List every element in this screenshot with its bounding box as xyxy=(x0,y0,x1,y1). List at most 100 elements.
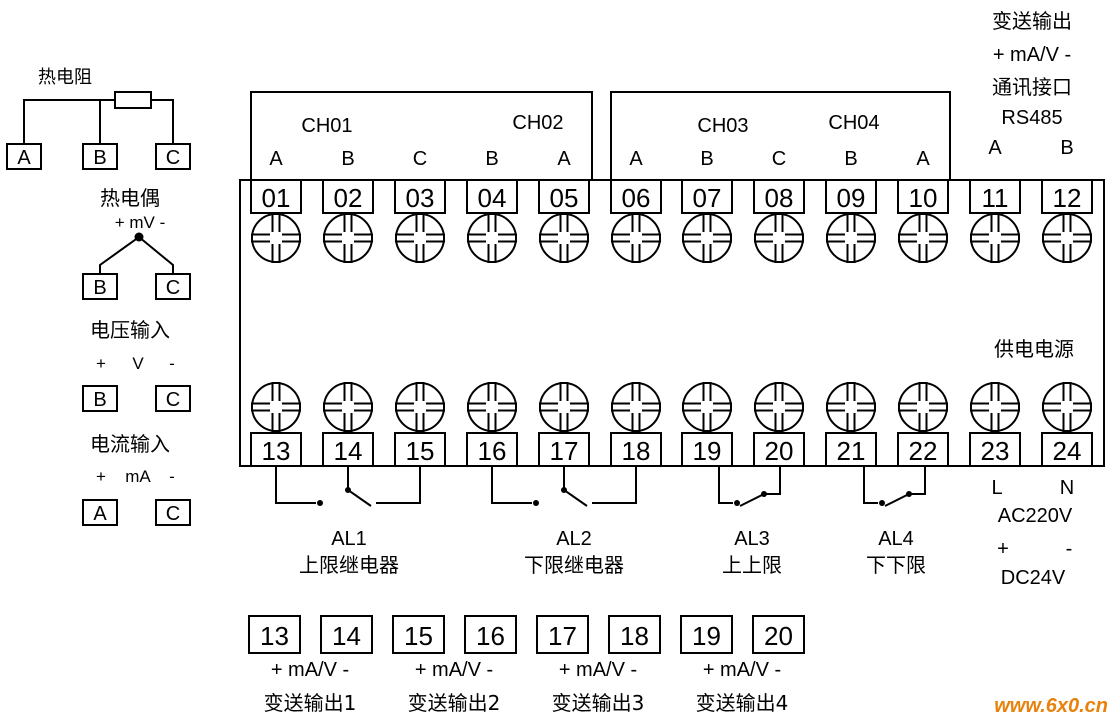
al3-wire-a xyxy=(718,466,733,504)
comm-transmit-polarity: + mA/V - xyxy=(993,44,1071,66)
transmit-terminal-box xyxy=(536,615,589,654)
power-ac: AC220V xyxy=(998,505,1073,527)
power-plus: + xyxy=(997,538,1009,560)
terminal-screw-top-4 xyxy=(467,213,517,263)
terminal-number-bottom: 22 xyxy=(909,436,938,466)
transmit-polarity-2: + mA/V - xyxy=(415,659,493,681)
current-minus: - xyxy=(169,467,175,486)
terminal-screw-bottom-6 xyxy=(611,382,661,432)
terminal-box-bottom-7 xyxy=(681,432,733,467)
terminal-screw-bottom-3 xyxy=(395,382,445,432)
terminal-screw-top-8 xyxy=(754,213,804,263)
relay-wiring xyxy=(275,466,926,507)
voltage-terminal-b-label: B xyxy=(93,389,106,411)
current-plus: + xyxy=(96,467,106,486)
transmit-label-2: 变送输出2 xyxy=(408,691,501,715)
terminal-number-top: 04 xyxy=(478,183,507,213)
voltage-terminal-b xyxy=(82,385,118,412)
rtd-terminal-c xyxy=(155,143,191,170)
rtd-terminal-b-label: B xyxy=(93,147,106,169)
terminal-number-top: 10 xyxy=(909,183,938,213)
terminal-number-top: 01 xyxy=(262,183,291,213)
terminal-number-top: 11 xyxy=(982,183,1009,213)
relay-contacts xyxy=(317,487,912,506)
terminal-number-bottom: 19 xyxy=(693,436,722,466)
terminal-number-bottom: 23 xyxy=(981,436,1010,466)
terminal-screw-top-5 xyxy=(539,213,589,263)
transmit-terminal-number: 18 xyxy=(620,621,649,651)
terminal-screw-bottom-5 xyxy=(539,382,589,432)
terminal-screw-bottom-4 xyxy=(467,382,517,432)
transmit-terminal-number: 14 xyxy=(332,621,361,651)
terminal-number-top: 08 xyxy=(765,183,794,213)
pin-letter-1: A xyxy=(269,148,283,170)
terminal-number-bottom: 21 xyxy=(837,436,866,466)
transmit-terminal-box xyxy=(752,615,805,654)
channel-frame-right xyxy=(610,91,951,180)
transmit-terminal-box xyxy=(392,615,445,654)
current-terminal-c-label: C xyxy=(166,503,180,525)
al1-desc: 上限继电器 xyxy=(299,553,399,577)
al2-name: AL2 xyxy=(556,528,592,550)
al2-contact-com-dot xyxy=(561,487,567,493)
al2-wire-no xyxy=(592,466,637,504)
transmit-terminal-box xyxy=(608,615,661,654)
pin-letter-8: C xyxy=(772,148,786,170)
al4-wire-a xyxy=(863,466,878,504)
al4-desc: 下下限 xyxy=(866,553,926,577)
current-terminal-a xyxy=(82,499,118,526)
rtd-terminal-b xyxy=(82,143,118,170)
al1-wire-nc xyxy=(275,466,316,504)
transmit-terminal-number: 17 xyxy=(548,621,577,651)
transmit-polarity-4: + mA/V - xyxy=(703,659,781,681)
current-ma: mA xyxy=(125,467,151,486)
terminal-number-bottom: 17 xyxy=(550,436,579,466)
pin-letter-2: B xyxy=(341,148,354,170)
rtd-wire-a xyxy=(23,99,115,144)
terminal-screw-bottom-12 xyxy=(1042,382,1092,432)
current-terminal-c xyxy=(155,499,191,526)
terminal-screw-top-6 xyxy=(611,213,661,263)
power-l: L xyxy=(991,477,1002,499)
pin-letter-9: B xyxy=(844,148,857,170)
rtd-resistor xyxy=(114,91,152,109)
terminal-number-bottom: 24 xyxy=(1053,436,1082,466)
transmit-terminal-box xyxy=(464,615,517,654)
terminal-number-bottom: 14 xyxy=(334,436,363,466)
terminal-number-bottom: 20 xyxy=(765,436,794,466)
tc-title: 热电偶 xyxy=(100,186,160,210)
terminal-box-bottom-12 xyxy=(1041,432,1093,467)
al2-contact-nc-dot xyxy=(533,500,539,506)
terminal-number-top: 03 xyxy=(406,183,435,213)
comm-transmit-title: 变送输出 xyxy=(992,9,1072,33)
al4-contact-dot-2 xyxy=(906,491,912,497)
voltage-title: 电压输入 xyxy=(90,318,170,342)
terminal-number-top: 07 xyxy=(693,183,722,213)
al3-name: AL3 xyxy=(734,528,770,550)
rtd-terminal-c-label: C xyxy=(166,147,180,169)
power-dc: DC24V xyxy=(1001,567,1066,589)
terminal-box-bottom-9 xyxy=(825,432,877,467)
comm-rs485: RS485 xyxy=(1001,107,1062,129)
al4-wire-b xyxy=(884,466,926,507)
current-title: 电流输入 xyxy=(90,432,170,456)
terminal-screw-bottom-8 xyxy=(754,382,804,432)
al1-contact-nc-dot xyxy=(317,500,323,506)
tc-terminal-b xyxy=(82,273,118,300)
pin-letter-10: A xyxy=(916,148,930,170)
rtd-terminal-a xyxy=(6,143,42,170)
channel-frames xyxy=(250,91,951,180)
al3-contact-dot-2 xyxy=(761,491,767,497)
terminal-screw-top-7 xyxy=(682,213,732,263)
terminal-screw-top-11 xyxy=(970,213,1020,263)
voltage-terminal-c-label: C xyxy=(166,389,180,411)
transmit-terminal-box xyxy=(320,615,373,654)
transmit-terminal-number: 13 xyxy=(260,621,289,651)
power-title: 供电电源 xyxy=(994,337,1074,361)
terminal-screw-top-2 xyxy=(323,213,373,263)
al1-wire-com xyxy=(347,466,372,507)
terminal-screw-top-3 xyxy=(395,213,445,263)
watermark: www.6x0.cn xyxy=(994,695,1108,717)
